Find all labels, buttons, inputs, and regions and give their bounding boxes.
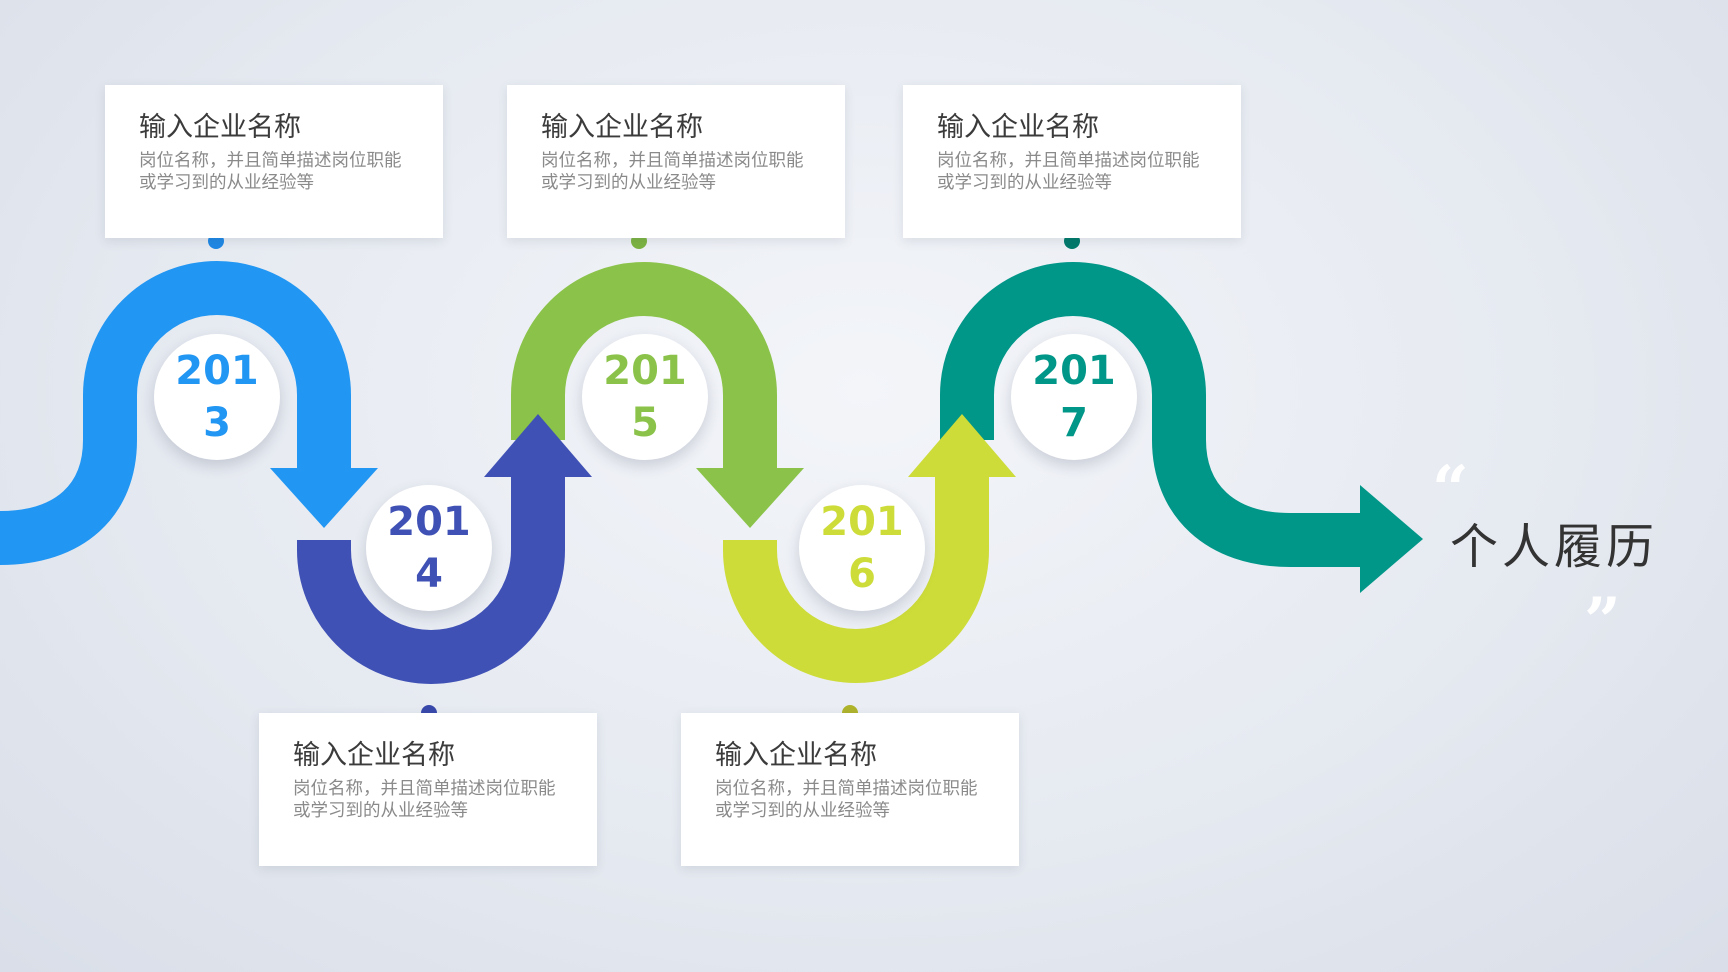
open-quote-mark: “ <box>1432 452 1469 527</box>
segment-2017 <box>940 262 1365 567</box>
milestone-card-2014: 输入企业名称 岗位名称，并且简单描述岗位职能或学习到的从业经验等 <box>259 713 597 866</box>
job-description: 岗位名称，并且简单描述岗位职能或学习到的从业经验等 <box>139 151 402 193</box>
company-name: 输入企业名称 <box>293 740 455 771</box>
milestone-card-2013: 输入企业名称 岗位名称，并且简单描述岗位职能或学习到的从业经验等 <box>105 85 443 238</box>
arrow-head-2016 <box>908 414 1016 477</box>
arrow-head-2017 <box>1360 485 1423 593</box>
year-circle-2016: 2016 <box>799 485 925 611</box>
year-label: 2016 <box>820 499 904 597</box>
arrow-head-2014 <box>484 414 592 477</box>
segment-2016 <box>723 475 989 683</box>
year-circle-2015: 2015 <box>582 334 708 460</box>
year-label: 2014 <box>387 499 471 597</box>
company-name: 输入企业名称 <box>139 112 301 143</box>
year-label: 2017 <box>1032 348 1116 446</box>
page-title: 个人履历 <box>1450 519 1659 575</box>
segment-2014 <box>297 475 565 684</box>
company-name: 输入企业名称 <box>541 112 703 143</box>
year-circle-2013: 2013 <box>154 334 280 460</box>
milestone-card-2017: 输入企业名称 岗位名称，并且简单描述岗位职能或学习到的从业经验等 <box>903 85 1241 238</box>
arrow-head-2013 <box>270 468 378 528</box>
year-circle-2014: 2014 <box>366 485 492 611</box>
company-name: 输入企业名称 <box>937 112 1099 143</box>
year-label: 2013 <box>175 348 259 446</box>
company-name: 输入企业名称 <box>715 740 877 771</box>
year-label: 2015 <box>603 348 687 446</box>
close-quote-mark: ” <box>1584 584 1621 659</box>
milestone-card-2015: 输入企业名称 岗位名称，并且简单描述岗位职能或学习到的从业经验等 <box>507 85 845 238</box>
milestone-card-2016: 输入企业名称 岗位名称，并且简单描述岗位职能或学习到的从业经验等 <box>681 713 1019 866</box>
job-description: 岗位名称，并且简单描述岗位职能或学习到的从业经验等 <box>541 151 804 193</box>
segment-2013 <box>0 261 351 565</box>
arrow-head-2015 <box>696 468 804 528</box>
job-description: 岗位名称，并且简单描述岗位职能或学习到的从业经验等 <box>293 779 556 821</box>
job-description: 岗位名称，并且简单描述岗位职能或学习到的从业经验等 <box>937 151 1200 193</box>
year-circle-2017: 2017 <box>1011 334 1137 460</box>
job-description: 岗位名称，并且简单描述岗位职能或学习到的从业经验等 <box>715 779 978 821</box>
segment-2015 <box>511 262 777 468</box>
